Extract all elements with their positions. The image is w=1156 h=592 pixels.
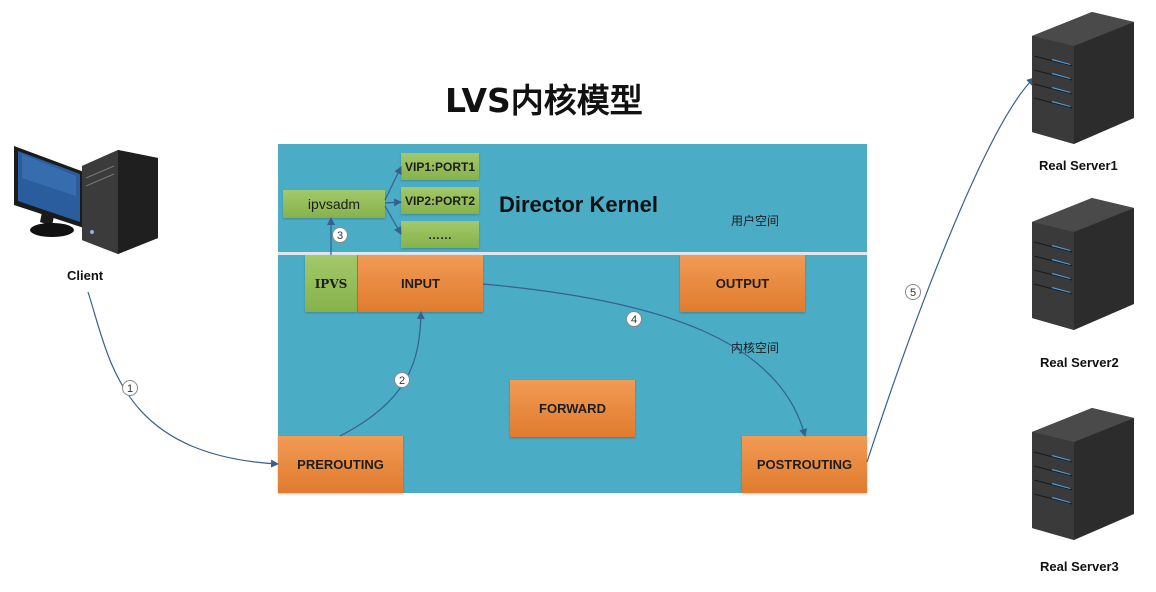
ipvsadm-to-vip2-arrow bbox=[384, 198, 402, 207]
step-1-label: 1 bbox=[127, 383, 133, 395]
real-server-1-label: Real Server1 bbox=[1039, 158, 1118, 173]
input-to-postrouting-arrow bbox=[482, 283, 808, 437]
step-4-label: 4 bbox=[631, 314, 637, 326]
client-label: Client bbox=[67, 268, 104, 283]
real-server-2-label: Real Server2 bbox=[1040, 355, 1119, 370]
step-2-label: 2 bbox=[399, 375, 405, 387]
user-kernel-divider bbox=[278, 252, 867, 255]
step-5-label: 5 bbox=[910, 287, 916, 299]
vip-rule-1: VIP1:PORT1 bbox=[401, 153, 479, 180]
director-kernel-title: Director Kernel bbox=[499, 192, 658, 217]
step-5-marker: 5 bbox=[905, 284, 921, 300]
ipvsadm-to-vip-more-arrow bbox=[384, 205, 402, 235]
step-1-marker: 1 bbox=[122, 380, 138, 396]
postrouting-to-server-arrow bbox=[866, 77, 1035, 463]
output-chain: OUTPUT bbox=[680, 255, 805, 312]
kernel-space-label: 内核空间 bbox=[731, 341, 780, 355]
prerouting-chain: PREROUTING bbox=[278, 436, 403, 493]
forward-chain: FORWARD bbox=[510, 380, 635, 437]
step-4-marker: 4 bbox=[626, 311, 642, 327]
vip-rule-more: …… bbox=[401, 221, 479, 248]
input-chain: INPUT bbox=[358, 255, 483, 312]
ipvsadm-to-vip1-arrow bbox=[384, 166, 402, 201]
vip-rule-2: VIP2:PORT2 bbox=[401, 187, 479, 214]
step-3-marker: 3 bbox=[332, 227, 348, 243]
real-server-3-label: Real Server3 bbox=[1040, 559, 1119, 574]
page-title: LVS内核模型 bbox=[445, 81, 643, 120]
step-2-marker: 2 bbox=[394, 372, 410, 388]
step-3-label: 3 bbox=[337, 230, 343, 242]
client-to-prerouting-arrow bbox=[87, 291, 279, 468]
postrouting-chain: POSTROUTING bbox=[742, 436, 867, 493]
user-space-label: 用户空间 bbox=[731, 214, 780, 228]
ipvs-box: IPVS bbox=[305, 255, 357, 312]
ipvsadm-box: ipvsadm bbox=[283, 190, 385, 218]
